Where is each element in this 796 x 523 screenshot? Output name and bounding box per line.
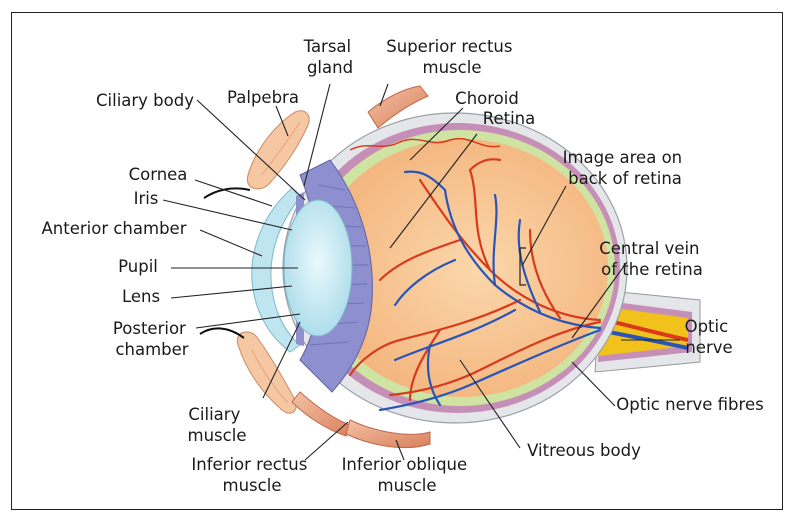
label-inferior-oblique-muscle: Inferior oblique muscle	[342, 455, 473, 495]
label-anterior-chamber: Anterior chamber	[42, 219, 187, 238]
label-ciliary-body: Ciliary body	[96, 91, 194, 110]
label-optic-nerve-fibres: Optic nerve fibres	[616, 395, 763, 414]
label-palpebra: Palpebra	[227, 88, 299, 107]
upper-eyelid	[247, 111, 309, 189]
label-cornea: Cornea	[129, 165, 188, 184]
label-posterior-chamber: Posterior chamber	[113, 319, 191, 359]
label-inferior-rectus-muscle: Inferior rectus muscle	[191, 455, 312, 495]
label-choroid: Choroid	[455, 89, 519, 108]
label-lens: Lens	[122, 287, 160, 306]
label-retina: Retina	[483, 109, 536, 128]
label-pupil: Pupil	[118, 257, 158, 276]
label-vitreous-body: Vitreous body	[527, 441, 641, 460]
label-superior-rectus-muscle: Superior rectus muscle	[386, 37, 517, 77]
inferior-rectus-muscle	[292, 392, 352, 436]
inferior-oblique-muscle	[346, 420, 430, 448]
label-ciliary-muscle: Ciliary muscle	[188, 405, 247, 445]
label-iris: Iris	[134, 189, 159, 208]
label-tarsal-gland: Tarsal gland	[303, 37, 357, 77]
